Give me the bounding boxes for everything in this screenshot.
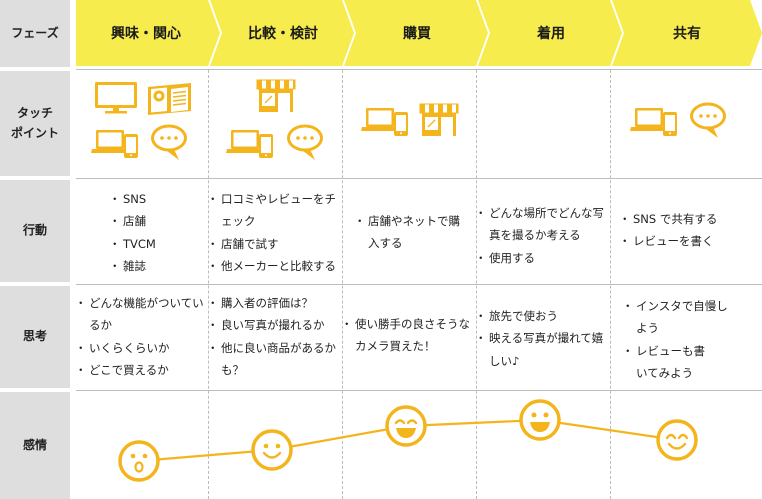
row-label-touchpoint: タッチ ポイント (0, 71, 70, 176)
smile-face-icon (251, 429, 293, 471)
list-item: 使い勝手の良さそうなカメラ買えた！ (341, 313, 475, 358)
list-item: インスタで自慢しよう (622, 295, 731, 340)
phase-chevron-5 (612, 0, 762, 66)
thought-cell: 旅先で使おう 映える写真が撮れて嬉しい♪ (475, 305, 607, 372)
list-item: TVCM (109, 233, 156, 256)
list-item: 使用する (475, 247, 609, 270)
row-label-phase: フェーズ (0, 0, 70, 67)
row-label-emotion: 感情 (0, 392, 70, 499)
phase-name: 比較・検討 (248, 26, 318, 42)
list-item: 他に良い商品があるかも？ (207, 337, 336, 382)
action-cell: どんな場所でどんな写真を撮るか考える 使用する (475, 202, 609, 270)
list-item: 店舗で試す (207, 233, 341, 256)
column-divider (342, 70, 343, 499)
list-item: 雑誌 (109, 255, 156, 278)
list-item: SNS (109, 188, 156, 211)
phase-name: 着用 (537, 26, 565, 42)
thought-cell: 使い勝手の良さそうなカメラ買えた！ (341, 313, 475, 358)
list-item: 旅先で使おう (475, 305, 607, 328)
action-cell: SNS で共有する レビューを書く (619, 208, 717, 253)
phase-chevron-4 (478, 0, 622, 66)
list-item: いくらくらいか (75, 337, 204, 360)
phase-chevrons (76, 0, 762, 66)
happy-face-icon (656, 419, 698, 461)
row-divider (76, 178, 762, 179)
list-item: 店舗 (109, 210, 156, 233)
list-item: 良い写真が撮れるか (207, 314, 336, 337)
phase-name: 共有 (673, 26, 701, 42)
column-divider (476, 70, 477, 499)
action-cell: SNS 店舗 TVCM 雑誌 (109, 188, 156, 278)
list-item: SNS で共有する (619, 208, 717, 231)
row-divider (76, 284, 762, 285)
thought-cell: どんな機能がついているか いくらくらいか どこで買えるか (75, 292, 204, 382)
list-item: 口コミやレビューをチェック (207, 188, 341, 233)
thought-cell: インスタで自慢しよう レビューも書いてみよう (622, 295, 731, 385)
row-label-action: 行動 (0, 180, 70, 282)
list-item: 他メーカーと比較する (207, 255, 341, 278)
grin-face-icon (385, 405, 427, 447)
action-cell: 店舗やネットで購入する (354, 210, 463, 255)
list-item: レビューも書いてみよう (622, 340, 731, 385)
list-item: どこで買えるか (75, 359, 204, 382)
list-item: 映える写真が撮れて嬉しい♪ (475, 327, 607, 372)
list-item: レビューを書く (619, 230, 717, 253)
list-item: 購入者の評価は？ (207, 292, 336, 315)
phase-chevron-1 (76, 0, 220, 66)
phase-name: 購買 (403, 26, 431, 42)
row-label-thought: 思考 (0, 286, 70, 388)
phase-chevron-3 (344, 0, 488, 66)
list-item: 店舗やネットで購入する (354, 210, 463, 255)
row-divider (76, 390, 762, 391)
action-cell: 口コミやレビューをチェック 店舗で試す 他メーカーと比較する (207, 188, 341, 278)
surprised-face-icon (118, 440, 160, 482)
row-divider (76, 69, 762, 70)
thought-cell: 購入者の評価は？ 良い写真が撮れるか 他に良い商品があるかも？ (207, 292, 336, 382)
phase-chevron-2 (210, 0, 354, 66)
list-item: どんな機能がついているか (75, 292, 204, 337)
column-divider (610, 70, 611, 499)
grin-face-icon (519, 399, 561, 441)
column-divider (208, 70, 209, 499)
list-item: どんな場所でどんな写真を撮るか考える (475, 202, 609, 247)
phase-name: 興味・関心 (111, 26, 181, 42)
